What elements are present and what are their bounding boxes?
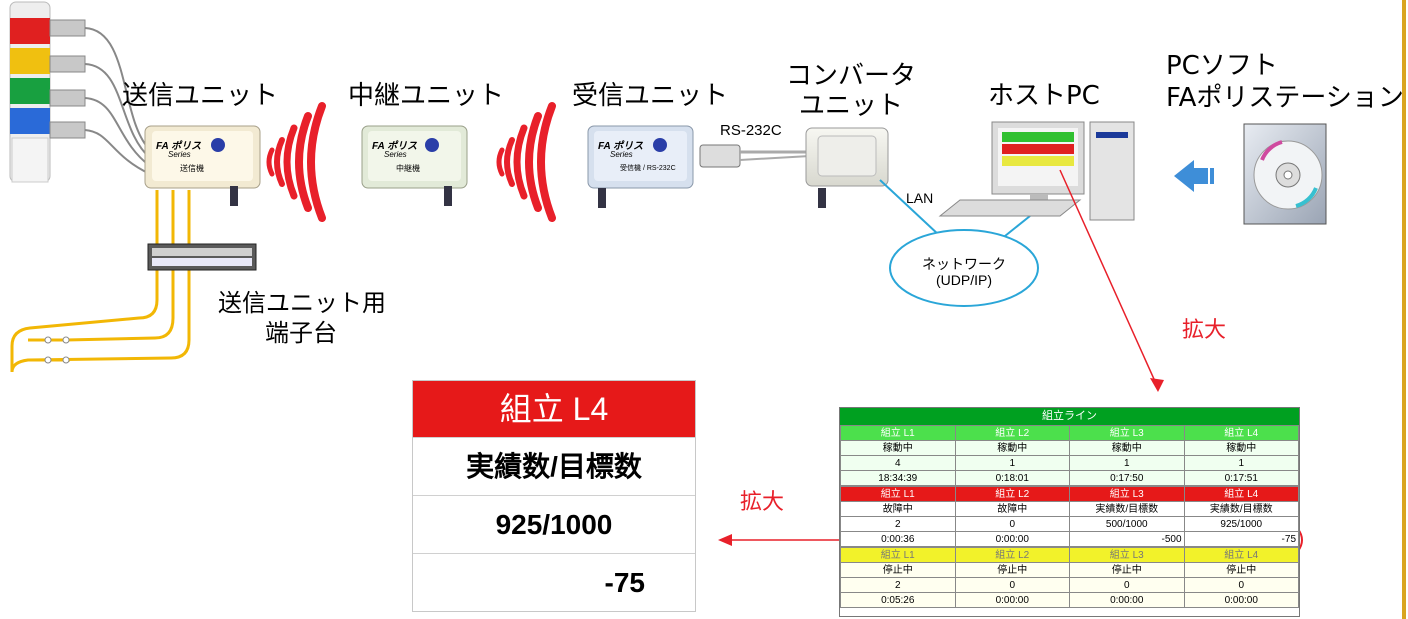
grid-cell: 停止中 — [1069, 562, 1185, 578]
grid-cell: 組立 L3 — [1069, 425, 1185, 441]
grid-cell: 0:05:26 — [840, 592, 956, 608]
terminal-label-2: 端子台 — [265, 319, 337, 347]
lan-label: LAN — [906, 190, 934, 206]
grid-cell: 0:00:00 — [1183, 592, 1299, 608]
grid-cell: 稼動中 — [1069, 440, 1185, 456]
network-label-1: ネットワーク — [922, 256, 1006, 272]
grid-cell: 稼動中 — [840, 440, 956, 456]
grid-cell: 2 — [840, 516, 956, 532]
transmit-device-series: Series — [168, 150, 191, 159]
terminal-wiring — [10, 190, 191, 373]
grid-cell: 停止中 — [1183, 562, 1299, 578]
grid-cell: 実績数/目標数 — [1183, 501, 1299, 517]
zoomed-panel-row3: -75 — [413, 553, 695, 611]
zoomed-panel-row1: 実績数/目標数 — [413, 437, 695, 495]
grid-cell: 組立 L2 — [954, 486, 1070, 502]
pc-soft-label-1: PCソフト — [1166, 51, 1278, 81]
radio-wave-icon-1 — [266, 102, 326, 222]
grid-cell: 0 — [1069, 577, 1185, 593]
host-pc-label: ホストPC — [988, 81, 1100, 111]
grid-cell: 500/1000 — [1069, 516, 1185, 532]
converter-unit-label-2: ユニット — [798, 91, 903, 121]
grid-cell: 停止中 — [840, 562, 956, 578]
grid-cell: 組立 L2 — [954, 425, 1070, 441]
zoom-label-2: 拡大 — [740, 490, 785, 515]
relay-device-label: 中継機 — [396, 164, 420, 173]
transmit-device-brand: FA ポリス — [156, 141, 202, 152]
grid-section-yellow: 組立 L1 組立 L2 組立 L3 組立 L4 停止中 停止中 停止中 停止中 … — [840, 547, 1299, 608]
receive-device-label: 受信機 / RS-232C — [620, 165, 676, 172]
grid-section-green: 組立 L1 組立 L2 組立 L3 組立 L4 稼動中 稼動中 稼動中 稼動中 … — [840, 425, 1299, 486]
grid-cell: 4 — [840, 455, 956, 471]
network-ellipse — [889, 229, 1039, 307]
rs232c-label: RS-232C — [720, 122, 782, 139]
install-arrow-icon — [1174, 160, 1214, 192]
receive-device-brand: FA ポリス — [598, 141, 644, 152]
grid-cell: 実績数/目標数 — [1069, 501, 1185, 517]
grid-cell: 組立 L2 — [954, 547, 1070, 563]
grid-cell: 組立 L1 — [840, 425, 956, 441]
grid-cell: 停止中 — [954, 562, 1070, 578]
grid-cell: 0:17:50 — [1069, 470, 1185, 486]
network-label-2: (UDP/IP) — [936, 272, 992, 288]
radio-wave-icon-2 — [496, 102, 556, 222]
grid-cell: 1 — [954, 455, 1070, 471]
rs232c-cable — [699, 144, 811, 168]
converter-unit-device — [805, 127, 889, 208]
software-cd-icon — [1243, 123, 1327, 225]
grid-cell: 組立 L4 — [1183, 425, 1299, 441]
grid-cell: 0 — [954, 577, 1070, 593]
grid-cell: 0 — [1183, 577, 1299, 593]
grid-cell: 組立 L1 — [840, 547, 956, 563]
zoomed-panel-l4: 組立 L4 実績数/目標数 925/1000 -75 — [412, 380, 696, 612]
grid-cell: -75 — [1183, 531, 1299, 547]
grid-cell: 925/1000 — [1183, 516, 1299, 532]
grid-cell: 組立 L3 — [1069, 547, 1185, 563]
grid-cell: 組立 L1 — [840, 486, 956, 502]
grid-cell: 組立 L3 — [1069, 486, 1185, 502]
grid-cell: 故障中 — [954, 501, 1070, 517]
receive-unit-device — [587, 125, 694, 208]
relay-unit-device — [361, 125, 468, 206]
grid-cell: 故障中 — [840, 501, 956, 517]
grid-cell: 0:00:00 — [954, 531, 1070, 547]
grid-cell: 18:34:39 — [840, 470, 956, 486]
grid-cell: 0:00:00 — [954, 592, 1070, 608]
host-pc-icon — [938, 121, 1135, 221]
grid-cell: 組立 L4 — [1183, 547, 1299, 563]
grid-cell: 稼動中 — [954, 440, 1070, 456]
transmit-unit-label: 送信ユニット — [122, 81, 279, 111]
grid-cell: 0:00:36 — [840, 531, 956, 547]
grid-cell: 0 — [954, 516, 1070, 532]
grid-cell: 2 — [840, 577, 956, 593]
grid-cell: 1 — [1183, 455, 1299, 471]
transmit-unit-device — [144, 125, 261, 206]
grid-cell: 1 — [1069, 455, 1185, 471]
grid-cell: -500 — [1069, 531, 1185, 547]
grid-cell: 0:17:51 — [1183, 470, 1299, 486]
converter-unit-label-1: コンバータ — [786, 61, 917, 91]
terminal-block-icon — [147, 243, 257, 271]
receive-unit-label: 受信ユニット — [572, 81, 729, 111]
zoomed-panel-row2: 925/1000 — [413, 495, 695, 553]
zoomed-panel-title: 組立 L4 — [413, 381, 695, 437]
grid-cell: 0:18:01 — [954, 470, 1070, 486]
grid-section-red: 組立 L1 組立 L2 組立 L3 組立 L4 故障中 故障中 実績数/目標数 … — [840, 486, 1299, 547]
signal-tower-icon — [9, 1, 86, 183]
relay-unit-label: 中継ユニット — [348, 81, 505, 111]
grid-cell: 稼動中 — [1183, 440, 1299, 456]
grid-cell: 0:00:00 — [1069, 592, 1185, 608]
grid-cell: 組立 L4 — [1183, 486, 1299, 502]
status-grid: 組立ライン 組立 L1 組立 L2 組立 L3 組立 L4 稼動中 稼動中 稼動… — [839, 407, 1300, 617]
pc-soft-label-2: FAポリステーション — [1166, 83, 1404, 113]
grid-title: 組立ライン — [840, 408, 1299, 425]
receive-device-series: Series — [610, 150, 633, 159]
zoom-label-1: 拡大 — [1182, 318, 1227, 343]
relay-device-series: Series — [384, 150, 407, 159]
terminal-label-1: 送信ユニット用 — [218, 289, 386, 317]
transmit-device-label: 送信機 — [180, 164, 204, 173]
relay-device-brand: FA ポリス — [372, 141, 418, 152]
